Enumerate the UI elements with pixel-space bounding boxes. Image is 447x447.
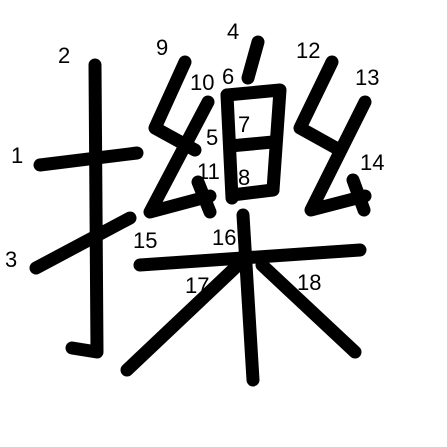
stroke-2 (65, 58, 104, 359)
stroke-number-7: 7 (238, 112, 250, 137)
stroke-number-9: 9 (156, 35, 168, 60)
stroke-number-13: 13 (355, 65, 379, 90)
stroke-number-17: 17 (185, 273, 209, 298)
stroke-16 (236, 208, 260, 387)
stroke-number-11: 11 (197, 159, 220, 184)
stroke-8 (225, 183, 280, 202)
stroke-17 (120, 258, 245, 377)
stroke-number-18: 18 (297, 270, 321, 295)
stroke-10 (143, 95, 217, 219)
stroke-number-labels: 1 2 3 4 5 6 7 8 9 10 11 12 13 14 15 16 1… (5, 19, 384, 298)
character-strokes (29, 35, 372, 387)
stroke-11 (191, 175, 217, 219)
stroke-number-12: 12 (296, 38, 320, 63)
stroke-number-16: 16 (212, 225, 236, 250)
stroke-18 (255, 258, 362, 359)
stroke-number-10: 10 (190, 70, 214, 95)
stroke-6 (220, 83, 287, 197)
stroke-number-5: 5 (206, 125, 218, 150)
stroke-number-15: 15 (133, 228, 157, 253)
stroke-number-8: 8 (238, 165, 250, 190)
stroke-12 (293, 55, 343, 155)
stroke-number-4: 4 (227, 19, 239, 44)
stroke-number-2: 2 (58, 43, 70, 68)
stroke-14 (346, 173, 371, 217)
stroke-number-14: 14 (360, 150, 384, 175)
stroke-13 (304, 95, 372, 217)
stroke-1 (33, 146, 144, 172)
stroke-number-6: 6 (222, 64, 234, 89)
stroke-7 (223, 135, 280, 153)
stroke-number-3: 3 (5, 247, 17, 272)
stroke-4 (241, 35, 265, 85)
stroke-number-1: 1 (11, 143, 23, 168)
stroke-3 (29, 211, 137, 275)
